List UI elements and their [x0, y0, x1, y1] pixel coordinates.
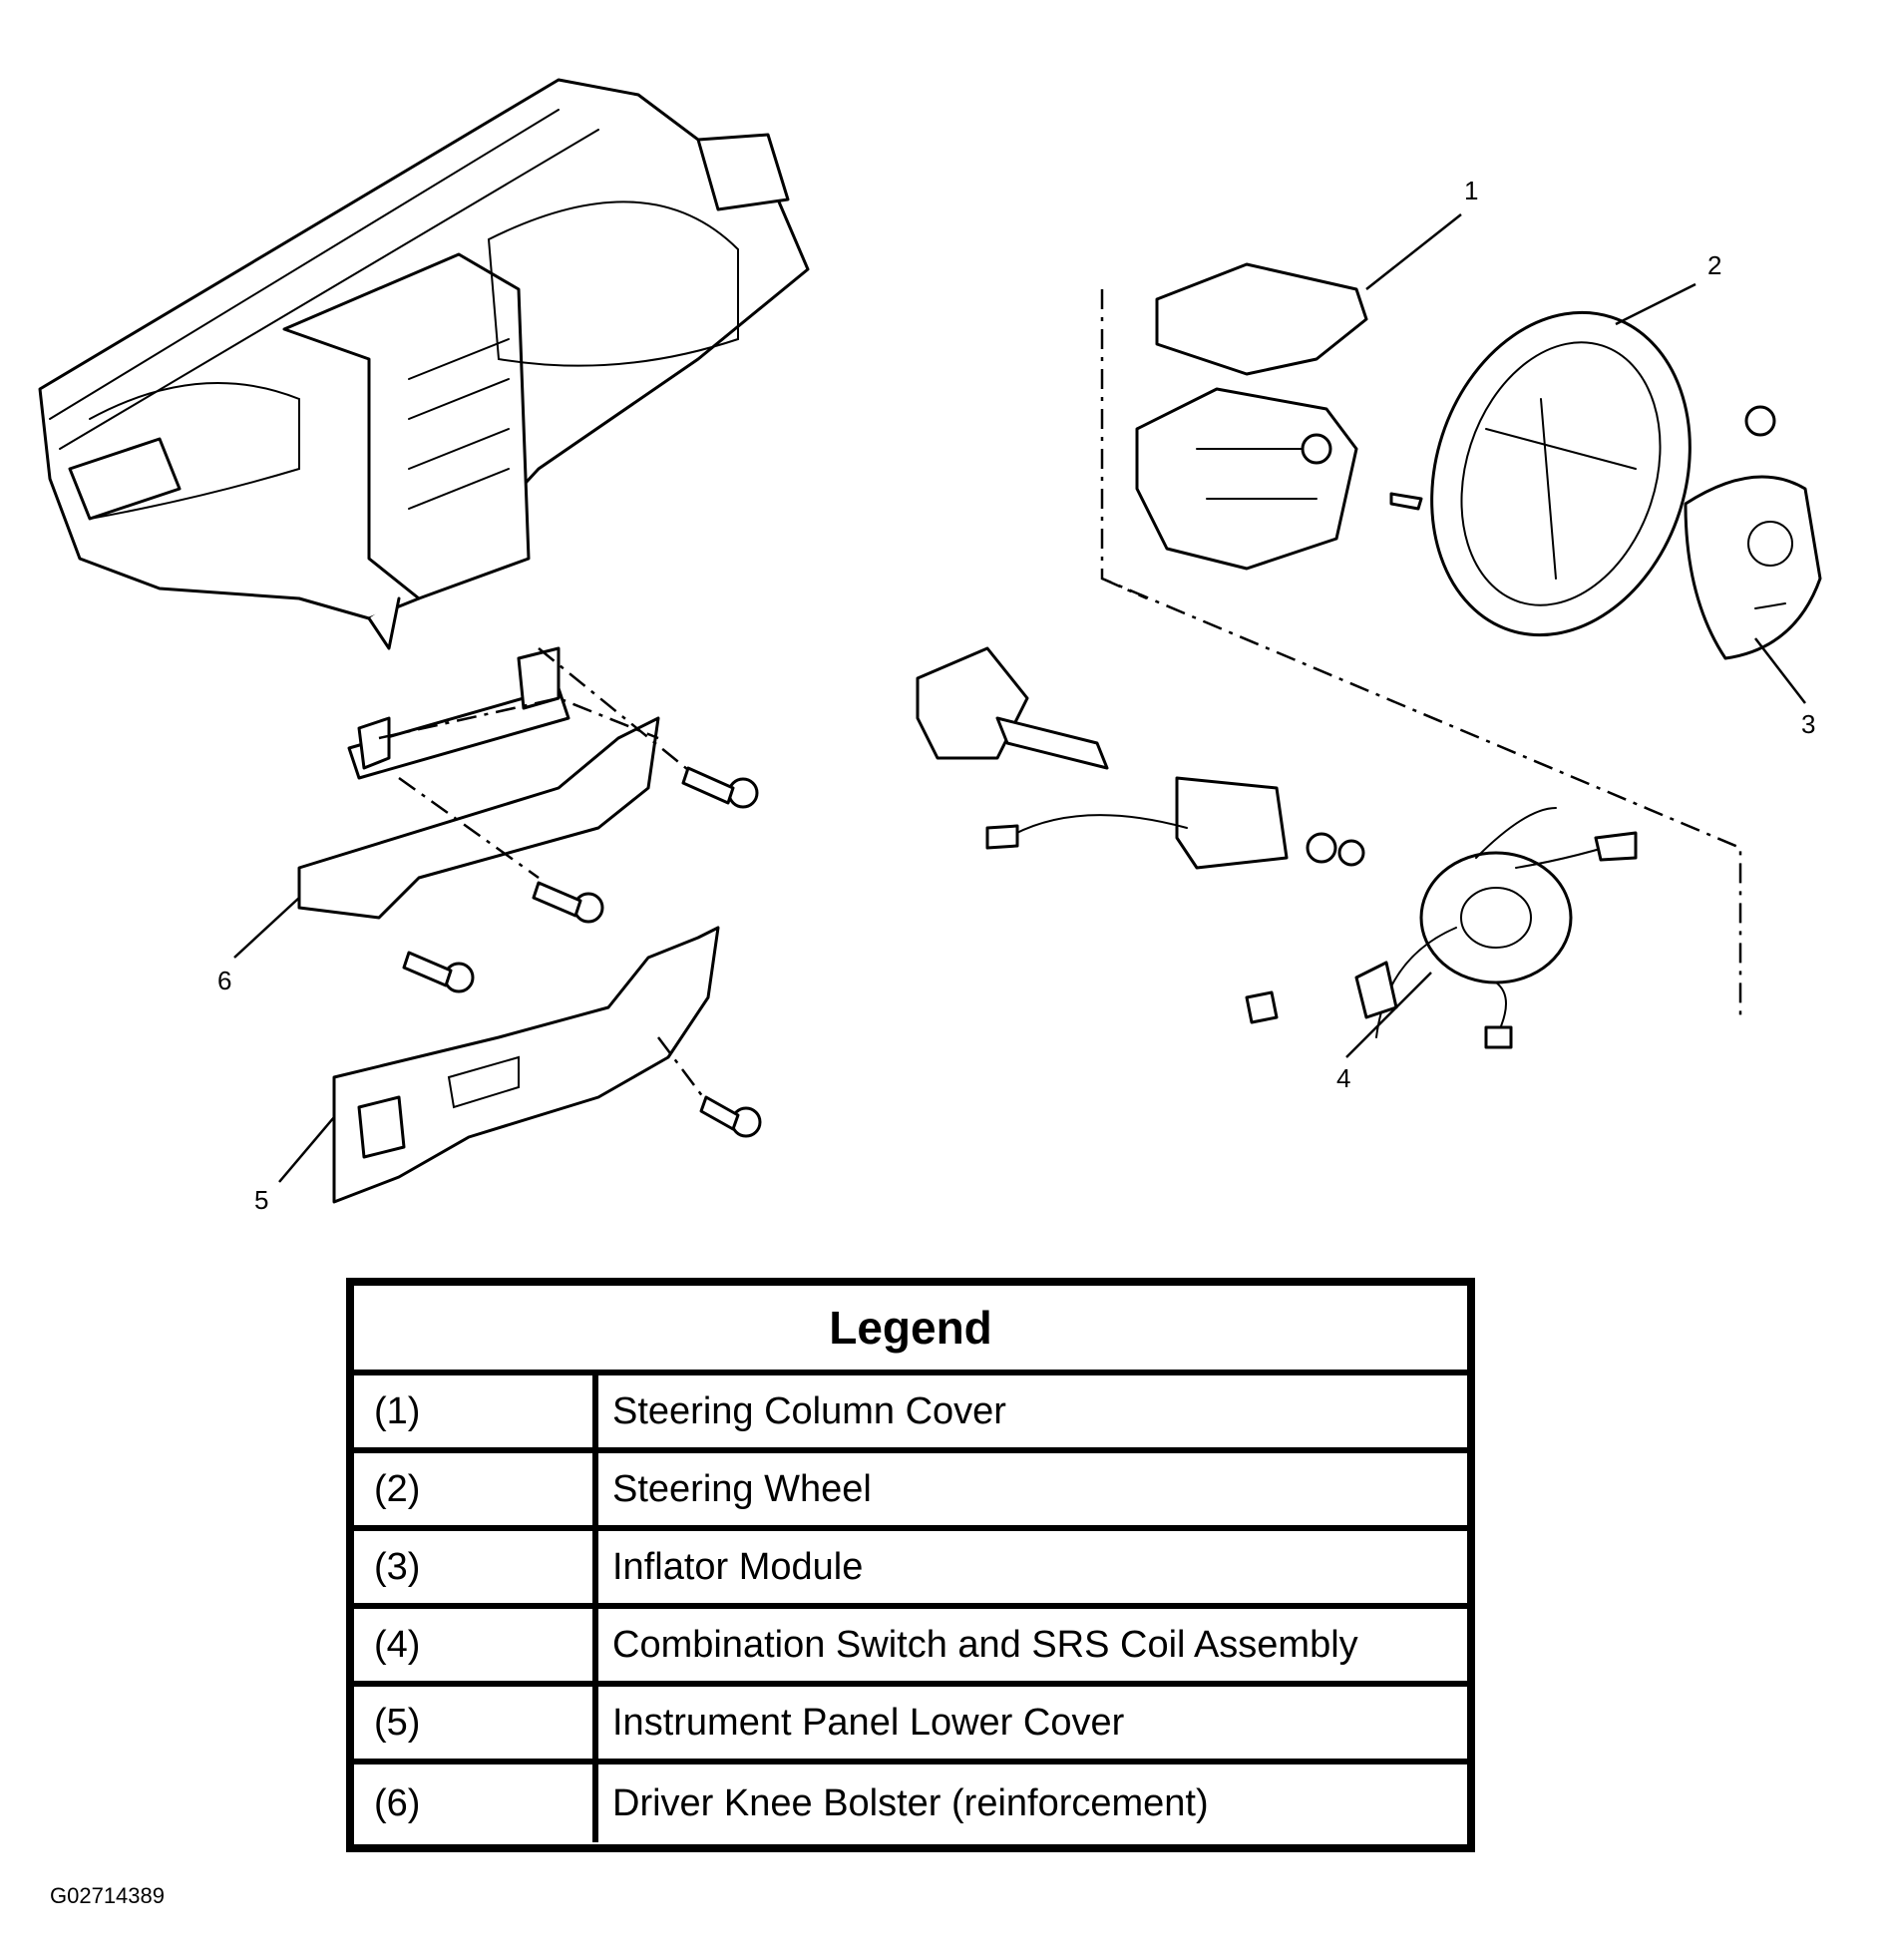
- callout-2: 2: [1707, 250, 1721, 280]
- leader-6: [233, 897, 300, 959]
- legend-title: Legend: [354, 1286, 1467, 1375]
- leader-1: [1365, 213, 1462, 290]
- legend-number: (1): [354, 1375, 598, 1447]
- inflator-module-drawing: [1684, 475, 1822, 660]
- figure-id: G02714389: [50, 1883, 165, 1908]
- instrument-panel-drawing: [38, 78, 810, 650]
- legend-number: (5): [354, 1687, 598, 1759]
- exploded-view-diagram: 1 2 3 4 5 6: [38, 78, 1822, 1215]
- callout-4: 4: [1336, 1063, 1350, 1093]
- legend-description: Instrument Panel Lower Cover: [612, 1701, 1125, 1744]
- legend-number: (2): [354, 1453, 598, 1525]
- legend-description: Combination Switch and SRS Coil Assembly: [612, 1623, 1358, 1666]
- legend-description: Steering Wheel: [612, 1467, 872, 1510]
- callout-1: 1: [1464, 176, 1478, 205]
- steering-column-drawing: [916, 646, 1638, 1049]
- legend-row: (1) Steering Column Cover: [354, 1375, 1467, 1453]
- legend-description: Inflator Module: [612, 1545, 864, 1588]
- steering-wheel-drawing: [1389, 310, 1776, 637]
- legend-description: Steering Column Cover: [612, 1389, 1006, 1432]
- leader-3: [1754, 637, 1806, 704]
- callout-5: 5: [254, 1185, 268, 1215]
- legend-row: (2) Steering Wheel: [354, 1453, 1467, 1531]
- knee-bolster-drawing: [297, 646, 759, 993]
- legend-row: (3) Inflator Module: [354, 1531, 1467, 1609]
- legend-description: Driver Knee Bolster (reinforcement): [612, 1781, 1209, 1824]
- callout-3: 3: [1801, 709, 1815, 739]
- legend-row: (4) Combination Switch and SRS Coil Asse…: [354, 1609, 1467, 1687]
- column-cover-drawing: [1135, 262, 1368, 571]
- legend-row: (5) Instrument Panel Lower Cover: [354, 1687, 1467, 1764]
- lower-cover-drawing: [332, 926, 762, 1204]
- legend-number: (4): [354, 1609, 598, 1681]
- leader-4: [1345, 972, 1432, 1058]
- assembly-outline: [1100, 289, 1742, 1017]
- leader-2: [1615, 282, 1696, 326]
- legend-table: Legend (1) Steering Column Cover (2) Ste…: [346, 1278, 1475, 1852]
- callout-6: 6: [217, 966, 231, 995]
- legend-number: (3): [354, 1531, 598, 1603]
- leader-5: [278, 1116, 335, 1183]
- legend-row: (6) Driver Knee Bolster (reinforcement): [354, 1764, 1467, 1842]
- legend-number: (6): [354, 1764, 598, 1842]
